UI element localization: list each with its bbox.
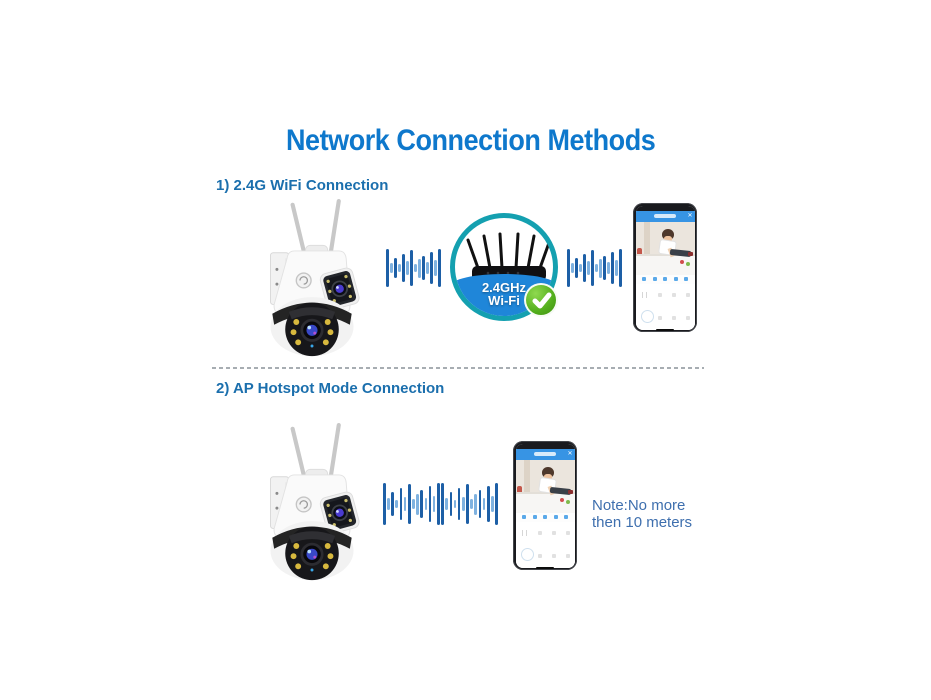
section1-heading: 1) 2.4G WiFi Connection	[216, 177, 389, 194]
phone-notch	[635, 205, 695, 211]
home-indicator	[656, 328, 674, 331]
note-line1: Note:No more	[592, 497, 686, 514]
phone-notch	[515, 443, 575, 449]
wall-panel	[643, 221, 650, 275]
app-controls	[635, 283, 695, 330]
live-video-view	[635, 221, 695, 275]
child-face	[543, 473, 552, 480]
toy	[679, 259, 684, 264]
wifi-waveform-icon	[383, 483, 498, 525]
app-toolbar-icons	[515, 512, 575, 522]
camera-icon	[252, 199, 372, 361]
distance-note: Note:No more then 10 meters	[592, 497, 693, 531]
page-title: Network Connection Methods	[286, 124, 656, 157]
toy	[559, 497, 564, 502]
app-title-placeholder	[534, 452, 556, 456]
child-hair	[541, 466, 554, 478]
child-face	[663, 235, 672, 242]
badge-label-wifi: Wi-Fi	[488, 293, 520, 308]
red-object	[636, 247, 642, 258]
app-header: ✕	[635, 210, 695, 222]
app-header: ✕	[515, 448, 575, 460]
phone-screen: ✕	[515, 443, 575, 568]
close-icon: ✕	[687, 212, 693, 219]
child-shoe	[567, 489, 573, 494]
note-line2: then 10 meters	[592, 513, 693, 531]
close-icon: ✕	[567, 450, 573, 457]
phone-illustration: ✕	[513, 441, 577, 570]
phone-illustration: ✕	[633, 203, 697, 332]
phone-screen: ✕	[635, 205, 695, 330]
pause-icon	[521, 529, 527, 536]
home-indicator	[536, 566, 554, 569]
section2-heading: 2) AP Hotspot Mode Connection	[216, 380, 445, 397]
toy	[685, 261, 690, 266]
child-hair	[661, 228, 674, 240]
app-controls	[515, 521, 575, 568]
live-video-view	[515, 459, 575, 513]
app-title-placeholder	[654, 214, 676, 218]
section-divider	[212, 367, 704, 369]
wifi-waveform-icon	[386, 249, 441, 287]
router-badge: 2.4GHz Wi-Fi	[450, 213, 558, 321]
toy	[565, 499, 570, 504]
badge-label-frequency: 2.4GHz	[481, 280, 527, 295]
camera-icon	[252, 423, 372, 585]
checkmark-icon	[524, 283, 558, 317]
ptz-dial-icon	[640, 309, 654, 323]
wall-panel	[523, 459, 530, 513]
pause-icon	[641, 291, 647, 298]
app-toolbar-icons	[635, 274, 695, 284]
ptz-dial-icon	[520, 547, 534, 561]
wifi-waveform-icon	[567, 249, 622, 287]
red-object	[516, 485, 522, 496]
child-shoe	[687, 251, 693, 256]
